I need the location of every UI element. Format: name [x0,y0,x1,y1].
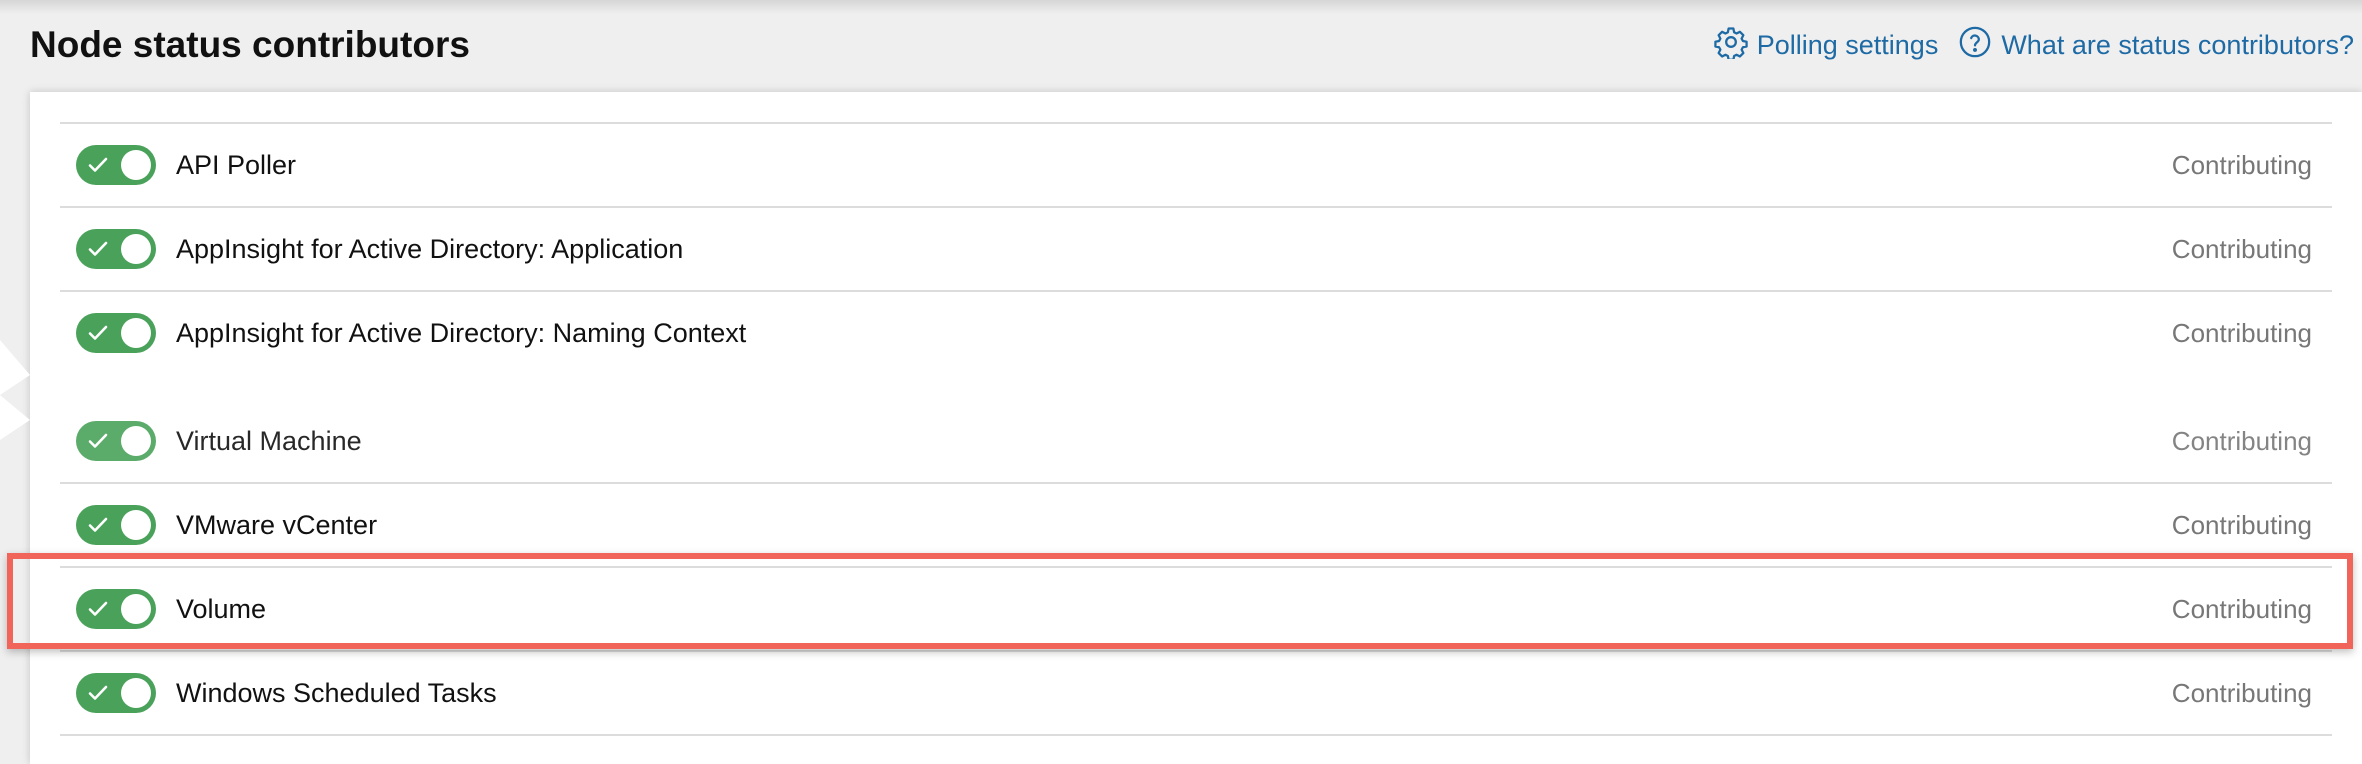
check-icon [88,433,108,448]
toggle-knob [121,234,151,264]
check-icon [88,241,108,256]
toggle-knob [121,510,151,540]
torn-edge-gap [30,354,2362,394]
contributor-row-vmware-vcenter: VMware vCenter Contributing [60,484,2332,568]
help-link-label: What are status contributors? [2001,29,2354,60]
contributor-toggle[interactable] [76,421,156,461]
contributor-toggle[interactable] [76,673,156,713]
polling-settings-link[interactable]: Polling settings [1714,25,1939,66]
contributor-name: VMware vCenter [176,510,378,540]
question-circle-icon [1958,25,1992,66]
toggle-knob [121,678,151,708]
contributor-toggle[interactable] [76,145,156,185]
divider [60,122,2332,124]
contributors-panel: API Poller Contributing AppInsight for A… [30,92,2362,764]
contributor-status: Contributing [2171,150,2312,180]
top-shadow [0,0,2362,14]
contributor-status: Contributing [2171,594,2312,624]
contributor-status: Contributing [2171,318,2312,348]
header-links: Polling settings What are status contrib… [1714,20,2354,70]
contributor-name: Windows Scheduled Tasks [176,678,497,708]
contributor-row-virtual-machine: Virtual Machine Contributing [60,400,2332,484]
contributor-name: AppInsight for Active Directory: Applica… [176,234,684,264]
contributor-status: Contributing [2171,234,2312,264]
check-icon [88,601,108,616]
contributor-row-windows-scheduled-tasks: Windows Scheduled Tasks Contributing [60,652,2332,736]
torn-edge-notch [0,340,30,440]
check-icon [88,517,108,532]
status-contributors-help-link[interactable]: What are status contributors? [1958,25,2354,66]
contributor-row-appinsight-ad-naming-context: AppInsight for Active Directory: Naming … [60,292,2332,374]
contributor-toggle[interactable] [76,313,156,353]
contributor-row-api-poller: API Poller Contributing [60,124,2332,208]
page-title: Node status contributors [30,24,470,65]
check-icon [88,325,108,340]
contributor-name: AppInsight for Active Directory: Naming … [176,318,747,348]
toggle-knob [121,426,151,456]
contributor-toggle[interactable] [76,589,156,629]
check-icon [88,157,108,172]
contributor-name: API Poller [176,150,297,180]
contributor-toggle[interactable] [76,505,156,545]
toggle-knob [121,150,151,180]
contributor-name: Virtual Machine [176,426,362,456]
toggle-knob [121,594,151,624]
contributor-row-volume: Volume Contributing [60,568,2332,652]
contributor-toggle[interactable] [76,229,156,269]
contributor-status: Contributing [2171,678,2312,708]
gear-icon [1714,25,1748,66]
contributor-status: Contributing [2171,510,2312,540]
contributor-status: Contributing [2171,426,2312,456]
check-icon [88,685,108,700]
toggle-knob [121,318,151,348]
polling-settings-label: Polling settings [1756,29,1939,60]
contributor-name: Volume [176,594,267,624]
contributor-row-appinsight-ad-application: AppInsight for Active Directory: Applica… [60,208,2332,292]
